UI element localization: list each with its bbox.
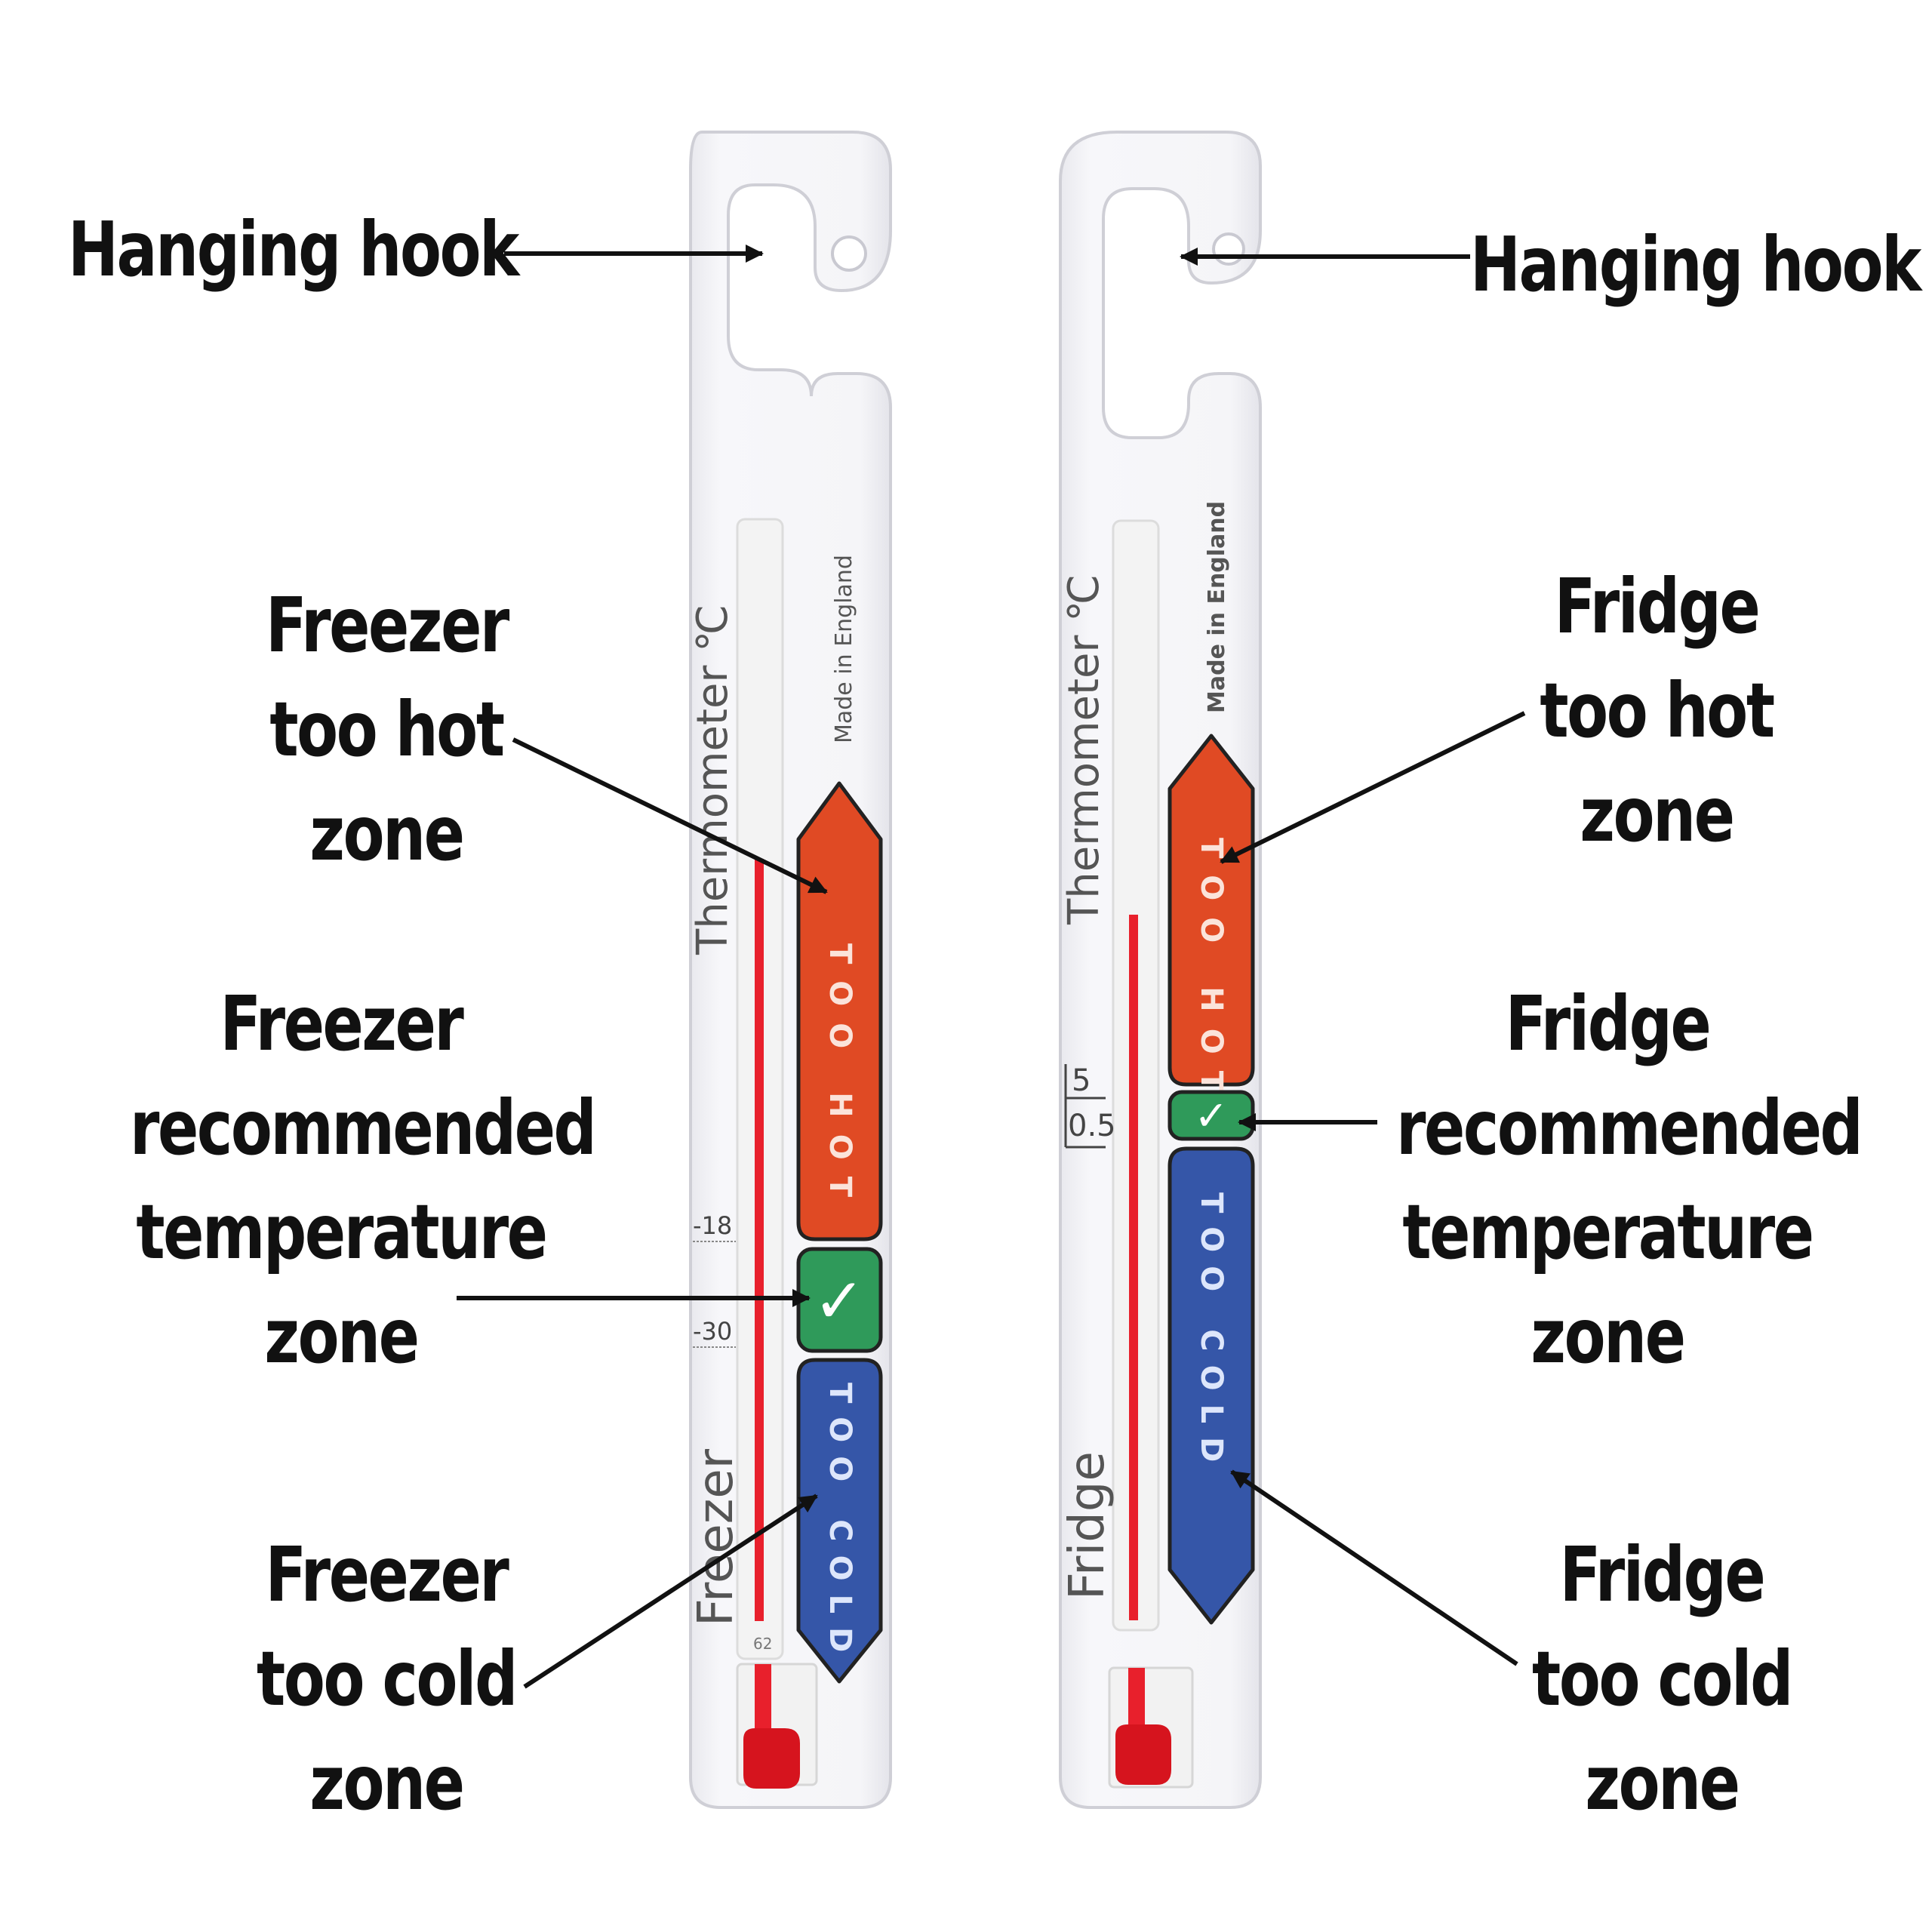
fridge-hot-callout-line-3: zone (1580, 771, 1735, 859)
fridge-scale-high: 5 (1072, 1063, 1091, 1098)
fridge-ok-callout: Fridge recommended temperature zone (1396, 972, 1863, 1389)
freezer-hot-callout-line-1: Freezer (266, 581, 509, 669)
fridge-maker-label: Made in England (1204, 501, 1230, 713)
fridge-too-hot-zone (1168, 734, 1255, 1087)
freezer-hook-hole (831, 235, 867, 272)
fridge-cold-callout: Fridge too cold zone (1529, 1523, 1795, 1835)
freezer-hot-callout: Freezer too hot zone (266, 574, 509, 886)
fridge-ok-callout-line-2: recommended (1396, 1084, 1863, 1172)
fridge-too-cold-zone (1168, 1146, 1255, 1625)
left-hook-callout-line: Hanging hook (68, 205, 519, 294)
fridge-hook-hole (1212, 232, 1245, 266)
freezer-hot-callout-line-3: zone (309, 789, 465, 878)
fridge-cold-arrow (1230, 1469, 1518, 1666)
freezer-ok-callout-line-4: zone (264, 1292, 420, 1380)
freezer-too-hot-label: TOO HOT (823, 943, 857, 1214)
freezer-cold-callout-line-3: zone (309, 1739, 465, 1827)
fridge-ok-callout-line-3: temperature (1402, 1188, 1814, 1276)
fridge-thermometer: Thermometer ℃ Made in England Fridge 5 0… (1059, 131, 1262, 1809)
freezer-ok-callout: Freezer recommended temperature zone (130, 972, 597, 1389)
freezer-hot-arrow (512, 737, 828, 894)
freezer-scale-high: -18 (693, 1211, 732, 1240)
freezer-bulb-stem (755, 1664, 771, 1747)
freezer-too-cold-zone (796, 1358, 883, 1684)
freezer-ok-callout-line-1: Freezer (220, 980, 464, 1068)
fridge-cold-callout-line-2: too cold (1532, 1635, 1793, 1723)
left-hook-callout: Hanging hook (68, 198, 519, 302)
right-hook-callout: Hanging hook (1470, 213, 1921, 317)
freezer-ok-callout-line-3: temperature (136, 1188, 548, 1276)
freezer-type-label: Freezer (688, 1448, 744, 1626)
freezer-too-cold-label: TOO COLD (823, 1383, 857, 1666)
freezer-bulb (743, 1728, 800, 1789)
right-hook-callout-line: Hanging hook (1470, 220, 1921, 309)
fridge-too-cold-label: TOO COLD (1194, 1192, 1229, 1475)
fridge-hot-callout-line-1: Fridge (1554, 562, 1761, 651)
fridge-cold-callout-line-1: Fridge (1559, 1531, 1766, 1619)
fridge-ok-callout-line-4: zone (1531, 1292, 1686, 1380)
fridge-type-label: Fridge (1060, 1451, 1115, 1600)
freezer-liquid-column (755, 859, 764, 1621)
pointer-arrows (457, 245, 1526, 1689)
fridge-scale-low: 0.5 (1068, 1109, 1116, 1143)
freezer-cold-callout: Freezer too cold zone (254, 1523, 519, 1835)
fridge-bulb (1115, 1724, 1171, 1785)
fridge-hot-callout: Fridge too hot zone (1530, 555, 1783, 867)
freezer-too-hot-zone (796, 781, 883, 1241)
freezer-hot-callout-line-2: too hot (269, 685, 505, 774)
fridge-hot-callout-line-2: too hot (1540, 666, 1775, 755)
freezer-scale-low: -30 (693, 1317, 732, 1346)
fridge-title: Thermometer ℃ (1060, 574, 1109, 925)
freezer-check-icon: ✓ (814, 1266, 866, 1337)
freezer-cold-arrow (523, 1494, 818, 1689)
fridge-too-hot-label: TOO HOT (1194, 838, 1229, 1108)
freezer-maker-label: Made in England (831, 555, 857, 743)
fridge-ok-callout-line-1: Fridge (1505, 980, 1712, 1068)
freezer-thermometer: Thermometer ℃ Made in England Freezer -1… (688, 131, 892, 1809)
fridge-check-icon: ✓ (1194, 1092, 1228, 1140)
fridge-hot-arrow (1220, 711, 1526, 864)
freezer-title: Thermometer ℃ (688, 605, 737, 955)
freezer-cold-callout-line-2: too cold (257, 1635, 518, 1723)
fridge-cold-callout-line-3: zone (1585, 1739, 1740, 1827)
freezer-ok-callout-line-2: recommended (130, 1084, 597, 1172)
freezer-tube-mark: 62 (753, 1635, 772, 1653)
fridge-liquid-column (1129, 915, 1138, 1620)
freezer-cold-callout-line-1: Freezer (265, 1531, 509, 1619)
